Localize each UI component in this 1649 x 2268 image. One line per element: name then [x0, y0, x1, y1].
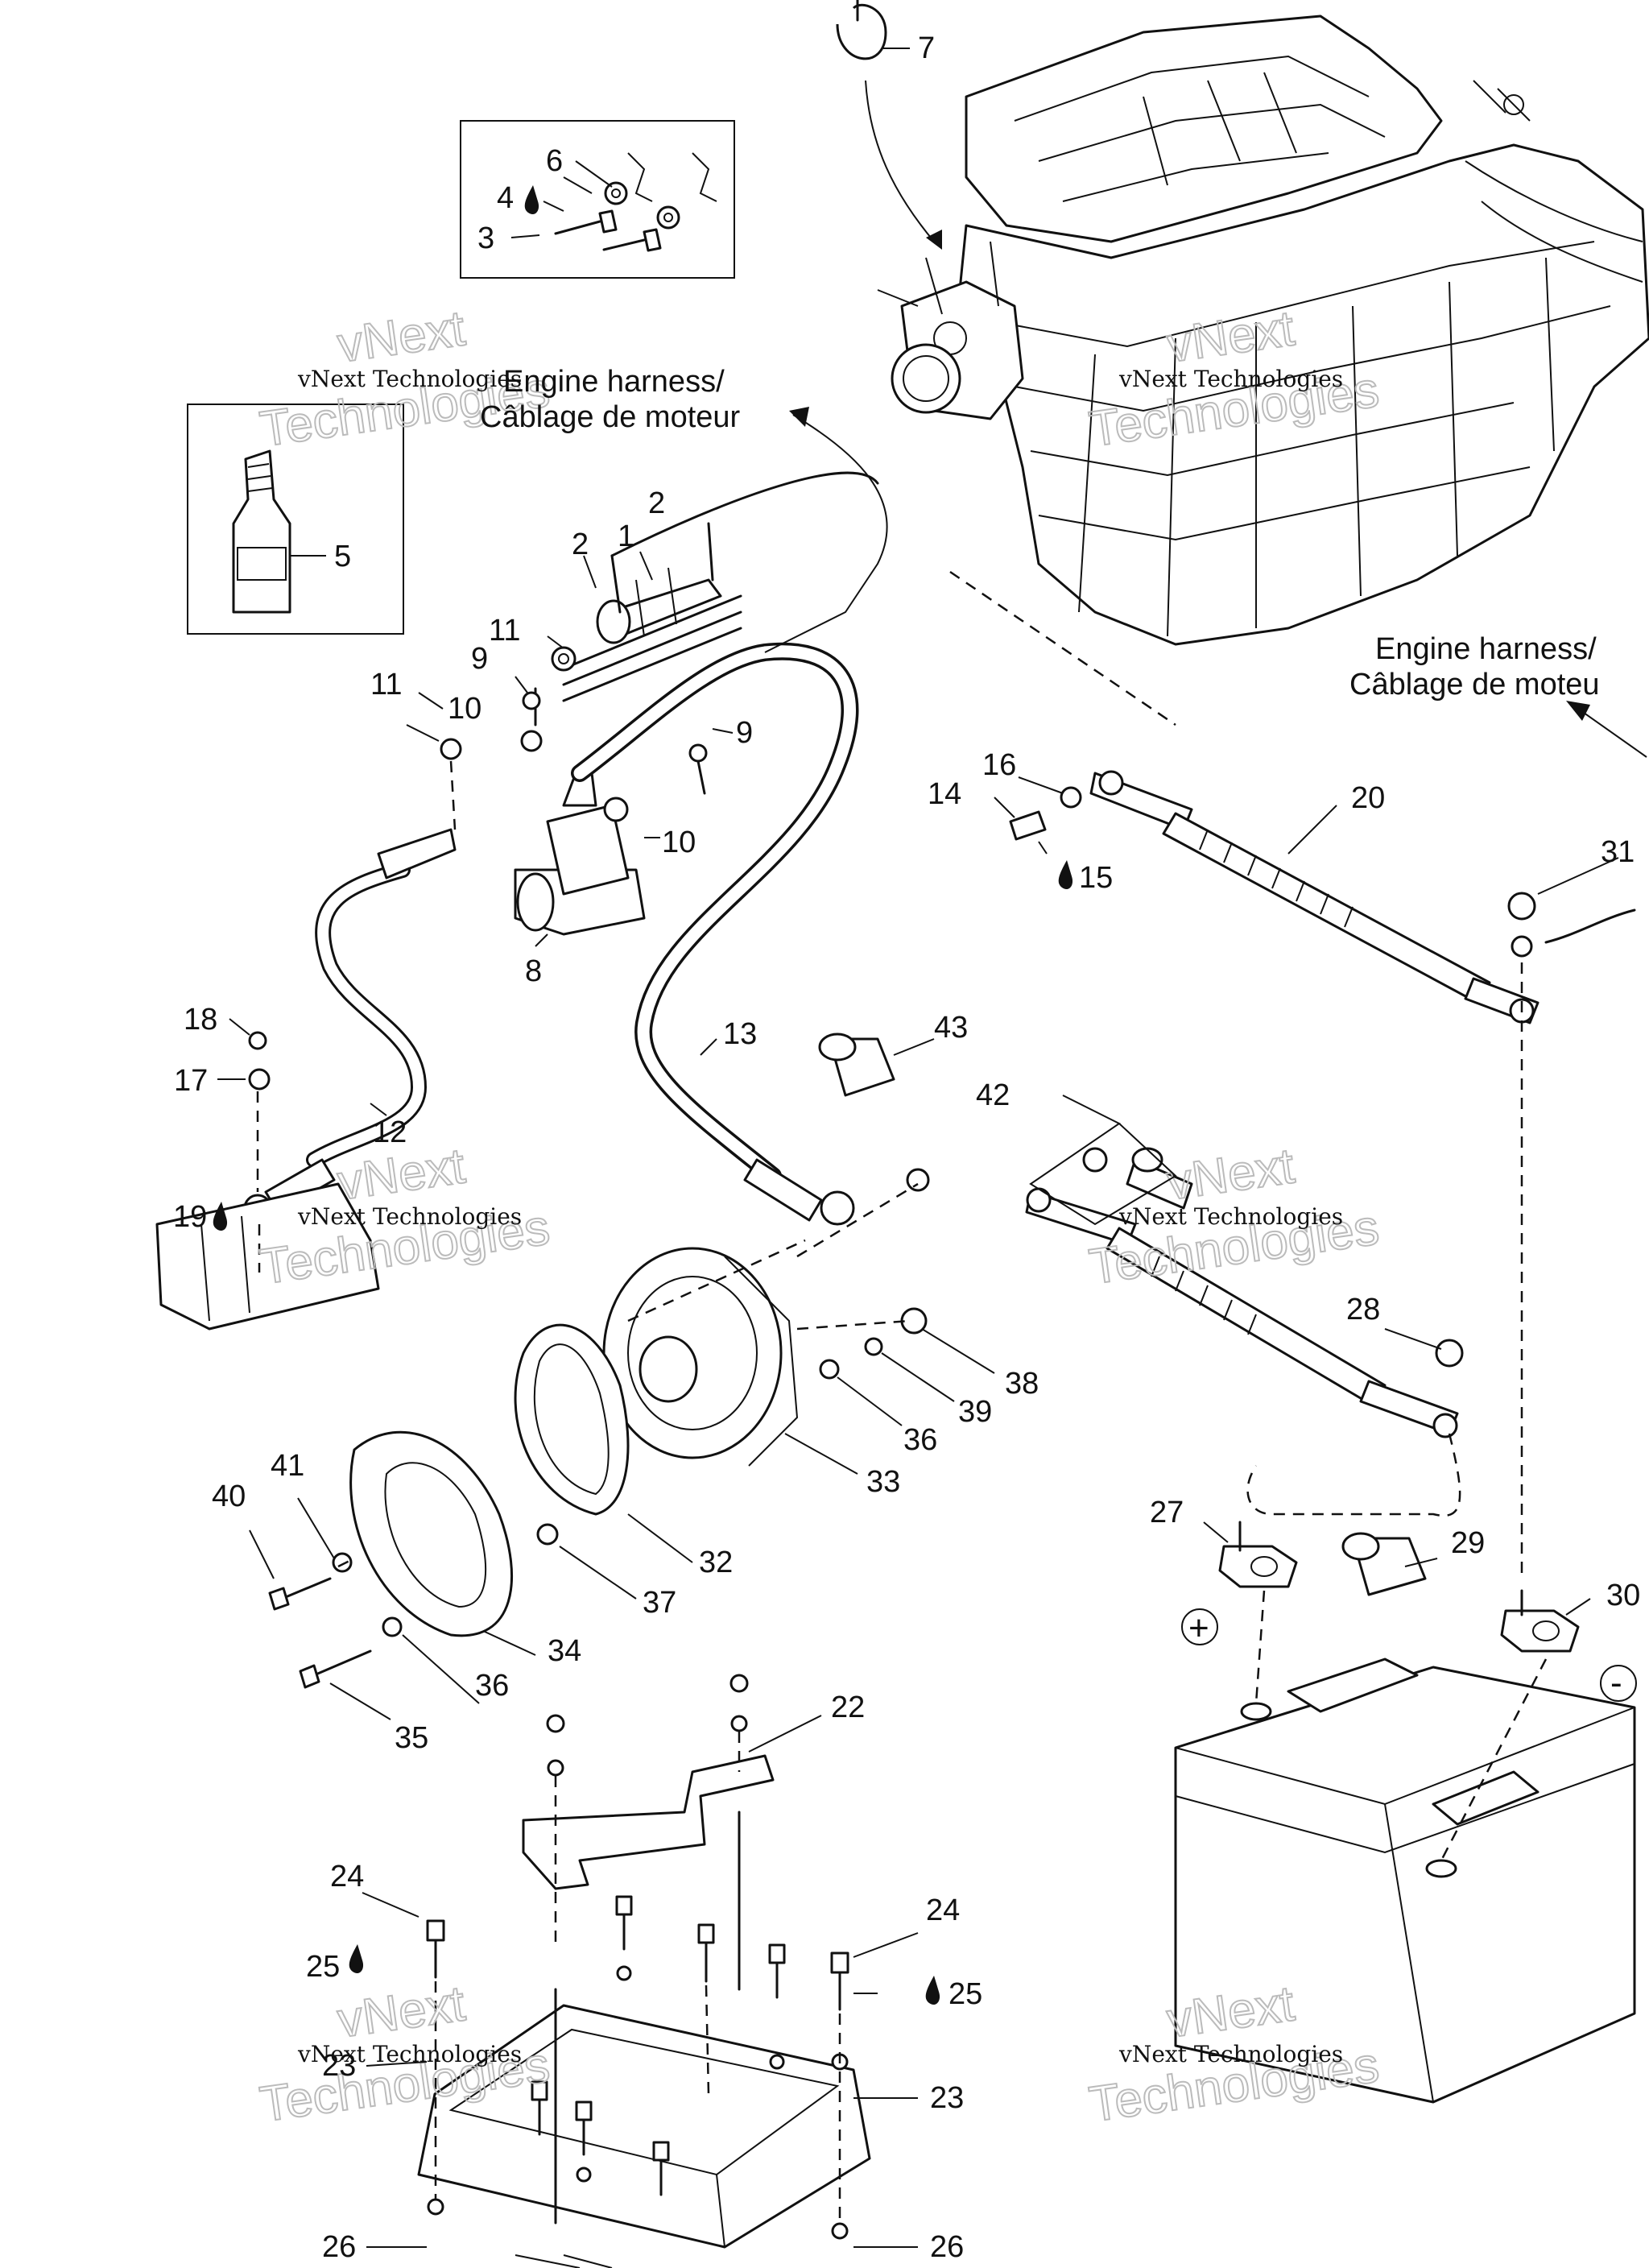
- harness-note-line-2: Câblage de moteur: [480, 400, 741, 434]
- callout-number: 42: [976, 1078, 1010, 1112]
- callout-number: 36: [903, 1423, 937, 1457]
- battery-tray-assembly: [417, 1674, 871, 2268]
- engine-illustration: [877, 14, 1649, 646]
- callout-numbers: 7 6 4 3 5 2 1 2 11 9 10 11 9 10 8 18 17 …: [173, 31, 1640, 2264]
- harness-note-line-1: Engine harness/: [503, 365, 725, 399]
- watermark-text: vNext Technologies: [1118, 1203, 1343, 1230]
- watermark-big-1: vNext: [334, 300, 469, 373]
- watermark-text: vNext Technologies: [1118, 2041, 1343, 2067]
- callout-number: 27: [1150, 1496, 1184, 1529]
- callout-number: 26: [930, 2230, 964, 2264]
- harness-note-right: Engine harness/ Câblage de moteu: [1349, 632, 1647, 758]
- callout-number: 25: [306, 1950, 340, 1984]
- callout-number: 26: [322, 2230, 356, 2264]
- callout-number: 8: [525, 954, 542, 988]
- callout-number: 38: [1005, 1367, 1039, 1401]
- starter-solenoid-assembly: [155, 471, 879, 1331]
- drop-icon: [349, 1944, 364, 1974]
- callout-number: 23: [322, 2049, 356, 2083]
- harness-note-line-1: Engine harness/: [1375, 632, 1597, 666]
- callout-number: 16: [982, 748, 1016, 782]
- callout-number: 12: [373, 1115, 407, 1149]
- watermark: vNext Technologies vNext Technologies: [1085, 1137, 1383, 1296]
- drop-icon: [925, 1976, 940, 2005]
- watermark: vNext Technologies vNext Technologies: [256, 1137, 554, 1296]
- callout-number: 28: [1346, 1293, 1380, 1326]
- callout-number: 24: [330, 1860, 364, 1893]
- callout-number: 3: [477, 221, 494, 255]
- callout-number: 31: [1601, 835, 1635, 869]
- callout-number: 18: [184, 1003, 217, 1037]
- callout-number: 32: [699, 1546, 733, 1579]
- watermark-text: vNext Technologies: [1118, 366, 1343, 392]
- battery-cables: [818, 570, 1636, 1596]
- adhesive-drop-icons: [213, 185, 1073, 2005]
- callout-number: 29: [1451, 1526, 1485, 1560]
- negative-terminal-sign: -: [1610, 1663, 1622, 1703]
- watermark: vNext Technologies vNext Technologies: [256, 1975, 554, 2133]
- callout-number: 2: [648, 486, 665, 520]
- callout-number: 15: [1079, 861, 1113, 895]
- callout-leader-lines: [217, 48, 1619, 2248]
- callout-number: 7: [918, 31, 935, 65]
- drop-icon: [524, 185, 539, 215]
- callout-number: 9: [736, 716, 753, 750]
- callout-number: 13: [723, 1017, 757, 1051]
- drop-icon: [1058, 860, 1073, 890]
- callout-number: 23: [930, 2081, 964, 2115]
- callout-number: 11: [489, 614, 520, 648]
- tray-bolts: [426, 1811, 849, 2240]
- callout-number: 6: [546, 144, 563, 178]
- callout-number: 37: [643, 1586, 676, 1620]
- battery: + -: [1174, 1521, 1637, 2104]
- callout-number: 14: [928, 777, 961, 811]
- callout-number: 22: [831, 1691, 865, 1724]
- callout-number: 36: [475, 1669, 509, 1703]
- watermark-text: vNext Technologies: [297, 366, 522, 392]
- watermark-big-1: vNext: [334, 1976, 469, 2048]
- watermark-text: vNext Technologies: [297, 1203, 522, 1230]
- harness-note-left: Engine harness/ Câblage de moteur: [480, 365, 888, 653]
- callout-number: 9: [471, 642, 488, 676]
- ventilation-plate-assembly: [268, 1168, 930, 1689]
- callout-number: 4: [497, 181, 514, 215]
- callout-number: 19: [173, 1200, 207, 1234]
- positive-terminal-sign: +: [1188, 1608, 1209, 1648]
- callout-number: 2: [572, 528, 589, 561]
- callout-number: 40: [212, 1480, 246, 1513]
- dipstick: [836, 0, 942, 250]
- callout-number: 41: [271, 1449, 304, 1483]
- watermark-big-1: vNext: [1163, 1138, 1298, 1211]
- callout-number: 10: [448, 692, 481, 726]
- callout-number: 25: [948, 1977, 982, 2011]
- callout-number: 33: [866, 1465, 900, 1499]
- callout-number: 20: [1351, 781, 1385, 815]
- callout-number: 1: [618, 519, 634, 553]
- callout-number: 10: [662, 826, 696, 859]
- callout-number: 5: [334, 540, 351, 573]
- callout-number: 34: [548, 1634, 581, 1668]
- callout-number: 43: [934, 1011, 968, 1045]
- harness-note-line-2: Câblage de moteu: [1349, 668, 1600, 702]
- callout-number: 11: [370, 668, 402, 702]
- callout-number: 39: [958, 1395, 992, 1429]
- fastener-inset-box: [460, 120, 735, 279]
- callout-number: 30: [1606, 1579, 1640, 1612]
- callout-number: 17: [174, 1064, 208, 1098]
- callout-number: 24: [926, 1893, 960, 1927]
- callout-number: 35: [395, 1721, 428, 1755]
- drop-icon: [213, 1202, 228, 1231]
